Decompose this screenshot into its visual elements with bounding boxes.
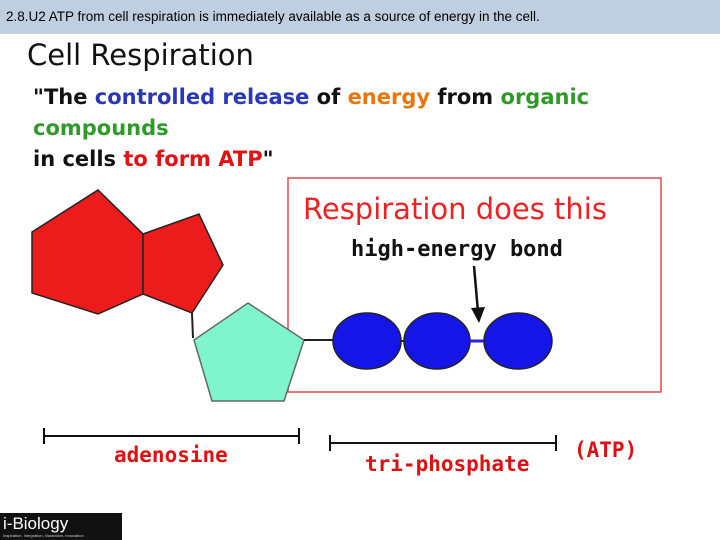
ribose-pentagon	[142, 213, 224, 314]
slide-title: Cell Respiration	[27, 38, 254, 72]
ibiology-logo: i-Biology Inspiration, Integration, Illu…	[0, 513, 122, 540]
box-title: Respiration does this	[303, 192, 607, 226]
definition-close-quote: "	[262, 147, 274, 171]
phosphate-3	[483, 312, 553, 370]
definition-of: of	[309, 85, 348, 109]
ribose-link	[191, 312, 194, 339]
definition-energy: energy	[347, 85, 431, 109]
bond-arrow-shaft	[472, 265, 480, 313]
phosphate-1	[332, 312, 402, 370]
definition-open-quote: "The	[33, 85, 95, 109]
triphosphate-label: tri-phosphate	[365, 452, 529, 476]
definition-in-cells: in cells	[33, 147, 124, 171]
atp-label: (ATP)	[574, 438, 637, 462]
bond-arrow-head	[471, 307, 485, 323]
logo-name: i-Biology	[3, 514, 69, 533]
adenosine-label: adenosine	[114, 443, 228, 467]
respiration-box	[287, 177, 662, 393]
definition-organic-compounds: organic compounds	[33, 85, 590, 140]
definition-text: "The controlled release of energy from o…	[33, 82, 703, 175]
adenine-hexagon	[31, 189, 144, 315]
logo-tagline: Inspiration, Integration, Illustration, …	[3, 533, 84, 538]
definition-to-form-atp: to form ATP	[123, 147, 263, 171]
bond-label: high-energy bond	[351, 237, 563, 262]
header-text: 2.8.U2 ATP from cell respiration is imme…	[6, 9, 540, 24]
definition-controlled-release: controlled release	[94, 85, 310, 109]
phosphate-2	[403, 312, 471, 370]
aqua-pentagon	[193, 302, 305, 402]
definition-from: from	[430, 85, 501, 109]
header-bar: 2.8.U2 ATP from cell respiration is imme…	[0, 0, 720, 34]
